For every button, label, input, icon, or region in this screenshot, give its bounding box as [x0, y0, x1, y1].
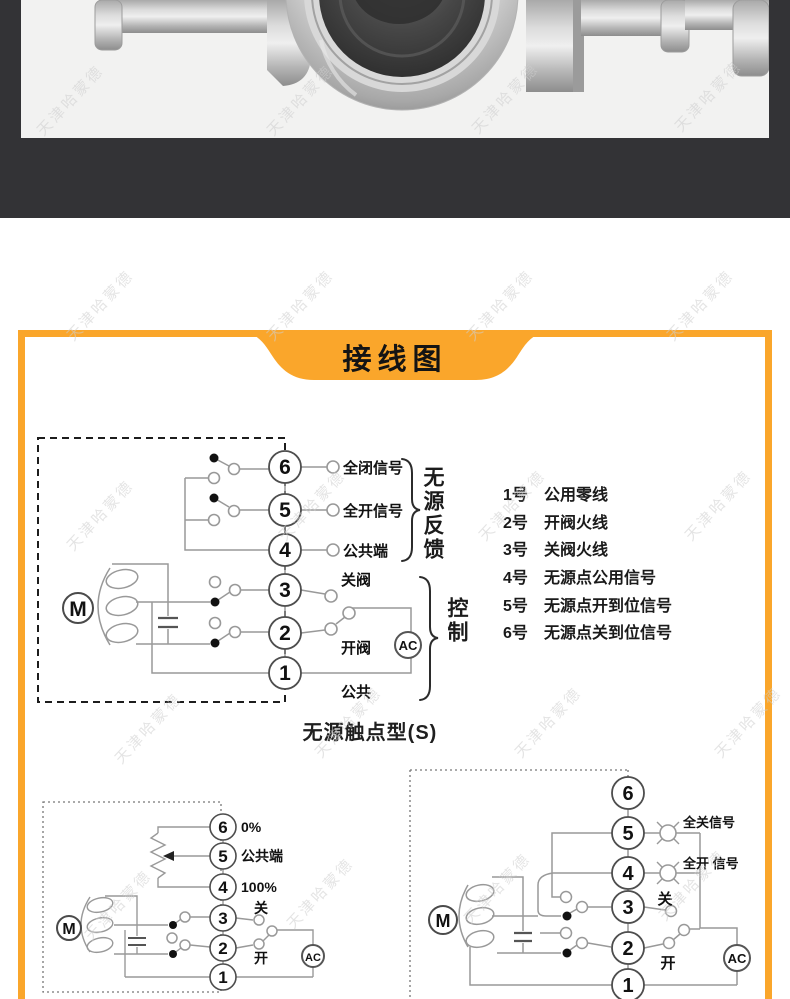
motor-icon [56, 915, 82, 941]
switch-contacts [166, 911, 278, 958]
label-open: 开 [254, 950, 268, 966]
terminal-number: 5 [218, 847, 227, 866]
legend-item: 3号关阀火线 [503, 542, 609, 560]
motor-symbol: M [428, 883, 495, 949]
ac-power-icon: AC [394, 631, 422, 659]
terminal-number: 4 [218, 878, 228, 897]
terminal-number: 1 [218, 968, 227, 987]
label-closed-signal: 全闭信号 [342, 459, 403, 477]
motor-icon [62, 592, 94, 624]
terminal-number: 3 [622, 897, 633, 919]
label-open-signal: 全开信号 [342, 502, 403, 520]
terminal-number: 1 [279, 662, 291, 685]
svg-text:AC: AC [728, 951, 747, 966]
terminal-number: 3 [218, 909, 227, 928]
full-close-lamp-icon [656, 821, 680, 845]
wires [112, 457, 412, 674]
label-common-terminal: 公共端 [343, 542, 388, 560]
svg-text:M: M [69, 598, 87, 621]
terminal-number: 6 [622, 783, 633, 805]
capacitor-icon [514, 931, 532, 943]
terminal-number: 5 [279, 499, 291, 522]
valve-photo-illustration [94, 0, 769, 111]
external-contacts [324, 460, 356, 636]
label-hundred-percent: 100% [241, 879, 277, 895]
terminal-column: 6 5 4 3 2 1 [611, 776, 645, 999]
motor-icon [428, 905, 458, 935]
wire-labels: 全关信号 全开 信号 关 开 [657, 815, 738, 972]
wiring-diagram-panel [18, 330, 772, 999]
limit-switch-contacts [207, 453, 242, 648]
terminal-number: 2 [279, 622, 291, 645]
terminal-number: 4 [622, 863, 634, 885]
wire-labels: 0% 公共端 100% 关 开 [241, 819, 283, 966]
svg-text:M: M [436, 911, 451, 931]
wiring-diagram-active-contact: M [409, 769, 751, 999]
terminal-number: 1 [622, 975, 633, 997]
legend-item: 2号开阀火线 [503, 514, 609, 532]
terminal-number: 6 [218, 818, 227, 837]
terminal-number: 2 [218, 939, 227, 958]
wires [469, 793, 738, 986]
legend-item: 6号无源点关到位信号 [503, 625, 673, 643]
capacitor-icon [128, 937, 146, 946]
page-title: 接线图 [342, 343, 447, 376]
svg-text:AC: AC [399, 638, 418, 653]
potentiometer-wiper-arrow [163, 851, 174, 861]
switch-contacts [559, 890, 691, 958]
svg-text:M: M [62, 921, 75, 938]
actuator-boundary-dotted [409, 769, 629, 999]
photo-strip [0, 0, 790, 218]
svg-text:AC: AC [305, 952, 321, 964]
wire-labels: 全闭信号 全开信号 公共端 关阀 开阀 公共 [341, 459, 403, 701]
terminal-legend: 1号公用零线 2号开阀火线 3号关阀火线 4号无源点公用信号 5号无源点开到位信… [503, 482, 672, 648]
full-open-lamp-icon [656, 861, 680, 885]
terminal-number: 6 [279, 456, 291, 479]
valve-body [94, 0, 769, 111]
label-zero-percent: 0% [241, 819, 262, 835]
terminal-number: 4 [279, 539, 291, 562]
section-title-banner: 接线图 [230, 330, 560, 380]
banner-ribbon-shape [230, 330, 560, 380]
legend-item: 5号无源点开到位信号 [503, 597, 673, 615]
control-group-label: 控制 [445, 597, 468, 645]
motor-symbol: M [56, 896, 114, 954]
label-open-valve: 开阀 [341, 639, 371, 657]
label-common: 公共 [341, 684, 371, 701]
diagram-caption: 无源触点型(S) [302, 722, 438, 744]
lamp-icons [656, 821, 680, 885]
ac-power-icon: AC [301, 944, 325, 968]
terminal-column: 6 5 4 3 2 1 [268, 450, 302, 690]
feedback-group-label: 无源反馈 [421, 466, 444, 562]
label-full-open-signal: 全开 信号 [682, 856, 739, 871]
capacitor-icon [158, 616, 178, 629]
actuator-boundary-dotted [42, 801, 222, 993]
ac-power-icon: AC [723, 944, 751, 972]
feedback-brace [401, 458, 421, 562]
product-photo [21, 0, 769, 138]
legend-item: 4号无源点公用信号 [503, 570, 657, 588]
wiring-diagram-passive-contact: M 6 5 4 3 [37, 437, 439, 703]
wiring-diagram-potentiometer: M 6 5 4 3 2 1 AC [42, 801, 325, 993]
terminal-number: 5 [622, 823, 633, 845]
terminal-number: 3 [279, 579, 291, 602]
actuator-boundary-dashed [37, 437, 286, 703]
control-brace [419, 576, 439, 701]
label-close-valve: 关阀 [341, 571, 371, 589]
terminal-column: 6 5 4 3 2 1 [209, 813, 237, 991]
label-full-close-signal: 全关信号 [682, 815, 735, 830]
terminal-number: 2 [622, 938, 633, 960]
label-close: 关 [657, 890, 672, 908]
motor-symbol: M [62, 567, 139, 646]
label-open: 开 [660, 955, 675, 972]
label-close: 关 [254, 900, 268, 916]
legend-item: 1号公用零线 [503, 487, 609, 504]
braces [401, 458, 439, 701]
label-common-terminal: 公共端 [241, 848, 283, 864]
